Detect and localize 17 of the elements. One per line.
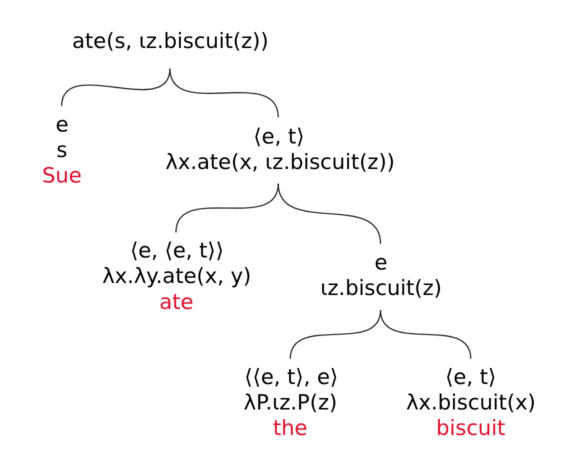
connector	[174, 184, 278, 233]
node-text: ⟨e, t⟩ λx.biscuit(x)	[406, 364, 536, 415]
node-text: ⟨e, ⟨e, t⟩⟩ λx.λy.ate(x, y)	[102, 238, 251, 288]
connector	[289, 310, 381, 359]
connector	[60, 68, 170, 106]
connector	[168, 68, 278, 118]
node-label: ate	[158, 288, 194, 314]
node-label: the	[272, 415, 308, 440]
node-text: ⟨⟨e, t⟩, e⟩ λP.ιz.P(z)	[243, 364, 338, 415]
node-label: biscuit	[436, 415, 505, 440]
connector	[379, 310, 471, 359]
node-text: e s	[55, 111, 68, 162]
node-label: Sue	[42, 162, 82, 188]
node-text: e ιz.biscuit(z)	[320, 250, 442, 300]
connector	[277, 184, 381, 244]
node-text: ⟨e, t⟩ λx.ate(x, ιz.biscuit(z))	[164, 123, 394, 174]
node-text: ate(s, ιz.biscuit(z))	[72, 28, 268, 53]
